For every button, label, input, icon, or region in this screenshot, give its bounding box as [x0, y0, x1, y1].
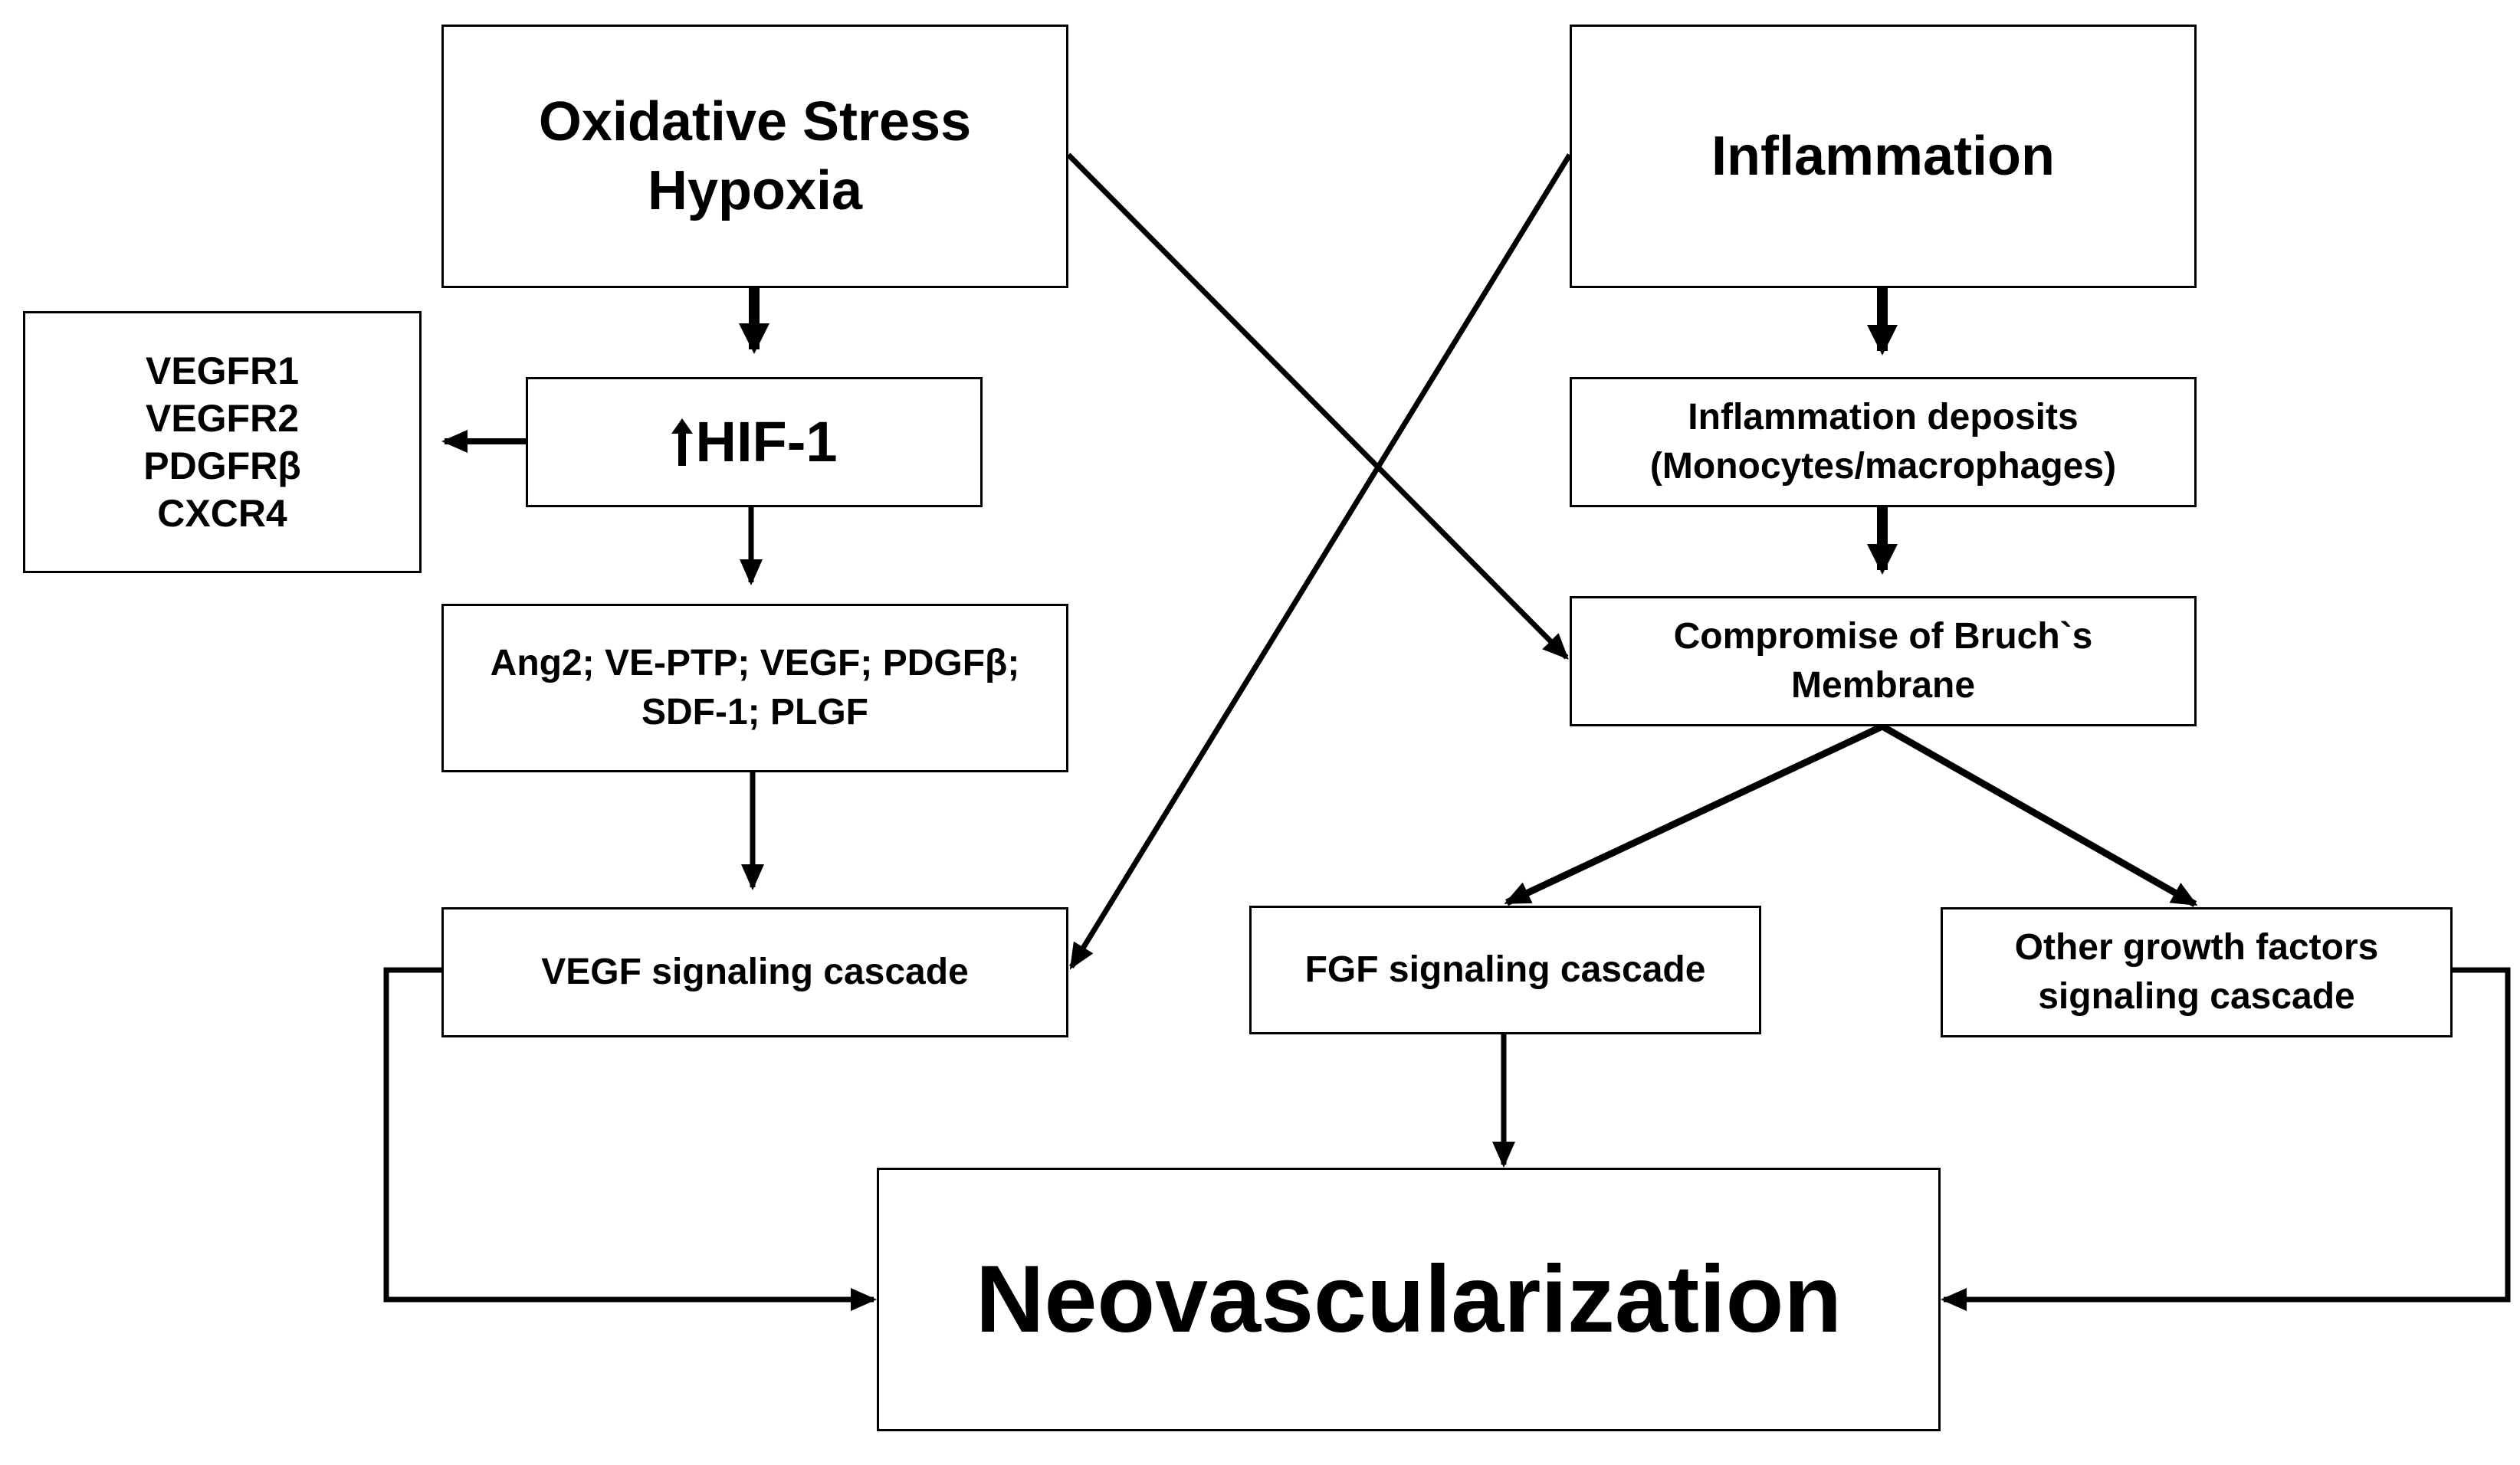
arrow-inflammation-to-vegf — [1069, 153, 1572, 970]
bruch-membrane-box: Compromise of Bruch`s Membrane — [1570, 596, 2197, 726]
receptor-pdgfrb: PDGFRβ — [143, 444, 301, 487]
oxidative-stress-hypoxia-box: Oxidative Stress Hypoxia — [441, 25, 1068, 288]
receptor-vegfr2: VEGFR2 — [145, 397, 300, 440]
deposits-line-1: Inflammation deposits — [1688, 397, 2079, 438]
inflammation-deposits-box: Inflammation deposits (Monocytes/macroph… — [1570, 377, 2197, 507]
vegf-cascade-label: VEGF signaling cascade — [541, 952, 969, 992]
angiogenic-factors-box: Ang2; VE-PTP; VEGF; PDGFβ; SDF-1; PLGF — [441, 604, 1068, 772]
arrow-bruch-to-fgf — [1504, 723, 1884, 906]
arrow-oxidative-to-bruch — [1066, 152, 1569, 660]
arrow-other-to-neo — [1941, 967, 2511, 1311]
inflammation-box: Inflammation — [1570, 25, 2197, 288]
other-line-2: signaling cascade — [2038, 976, 2355, 1017]
fgf-cascade-label: FGF signaling cascade — [1304, 949, 1706, 990]
receptor-vegfr1: VEGFR1 — [145, 349, 300, 392]
hif-1-label: HIF-1 — [695, 410, 838, 474]
oxidative-line-2: Hypoxia — [647, 160, 863, 221]
ang-line-1: Ang2; VE-PTP; VEGF; PDGFβ; — [490, 643, 1020, 683]
inflammation-label: Inflammation — [1711, 126, 2056, 187]
fgf-cascade-box: FGF signaling cascade — [1249, 906, 1761, 1034]
hif-1-box: HIF-1 — [526, 377, 983, 507]
arrow-bruch-to-other — [1880, 723, 2198, 907]
bruch-line-1: Compromise of Bruch`s — [1673, 616, 2093, 657]
oxidative-line-1: Oxidative Stress — [538, 91, 972, 152]
ang-line-2: SDF-1; PLGF — [641, 692, 868, 732]
neovascularization-label: Neovascularization — [975, 1247, 1842, 1352]
receptors-box: VEGFR1 VEGFR2 PDGFRβ CXCR4 — [23, 311, 422, 573]
deposits-line-2: (Monocytes/macrophages) — [1649, 446, 2117, 487]
up-arrow-icon — [671, 418, 693, 466]
other-line-1: Other growth factors — [2014, 927, 2379, 968]
other-growth-factors-box: Other growth factors signaling cascade — [1941, 907, 2453, 1037]
receptor-cxcr4: CXCR4 — [157, 492, 287, 535]
vegf-cascade-box: VEGF signaling cascade — [441, 907, 1068, 1037]
bruch-line-2: Membrane — [1790, 665, 1976, 706]
neovascularization-box: Neovascularization — [877, 1168, 1941, 1431]
arrow-vegf-to-neo — [383, 967, 877, 1311]
